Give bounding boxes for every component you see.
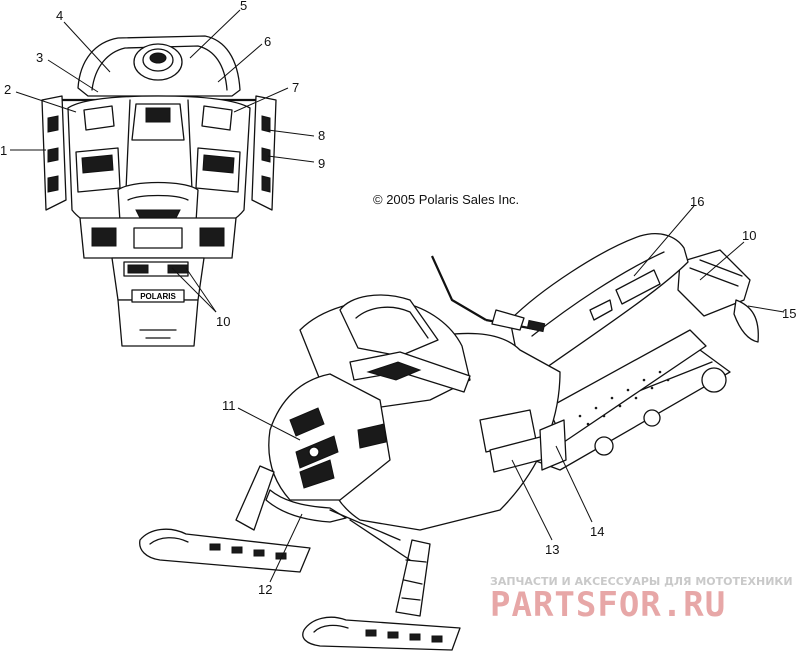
- callout-10-front: 10: [216, 314, 230, 329]
- callout-14: 14: [590, 524, 604, 539]
- callout-15: 15: [782, 306, 796, 321]
- front-view-callouts: 1 2 3 4 5 6 7 8 9 10: [0, 0, 325, 329]
- side-view-drawing: [139, 233, 759, 651]
- callout-9: 9: [318, 156, 325, 171]
- front-view-drawing: POLARIS: [41, 35, 277, 347]
- callout-6: 6: [264, 34, 271, 49]
- callout-4: 4: [56, 8, 63, 23]
- front-view-leaders: [10, 9, 315, 313]
- front-vents: [91, 227, 225, 249]
- front-emblem-text: POLARIS: [140, 292, 176, 301]
- watermark: ЗАПЧАСТИ И АКСЕССУАРЫ ДЛЯ МОТОТЕХНИКИ PA…: [490, 575, 793, 625]
- side-view-callouts: 10 11 12 13 14 15 16: [222, 194, 796, 597]
- callout-5: 5: [240, 0, 247, 13]
- copyright-notice: © 2005 Polaris Sales Inc.: [373, 192, 519, 207]
- side-view-leaders: [237, 205, 785, 583]
- callout-12: 12: [258, 582, 272, 597]
- callout-16: 16: [690, 194, 704, 209]
- callout-1: 1: [0, 143, 7, 158]
- callout-11: 11: [222, 398, 236, 413]
- callout-3: 3: [36, 50, 43, 65]
- callout-13: 13: [545, 542, 559, 557]
- callout-7: 7: [292, 80, 299, 95]
- callout-10-side: 10: [742, 228, 756, 243]
- watermark-tagline: ЗАПЧАСТИ И АКСЕССУАРЫ ДЛЯ МОТОТЕХНИКИ: [490, 575, 793, 588]
- callout-8: 8: [318, 128, 325, 143]
- callout-2: 2: [4, 82, 11, 97]
- watermark-brand: PARTSFOR.RU: [490, 585, 726, 625]
